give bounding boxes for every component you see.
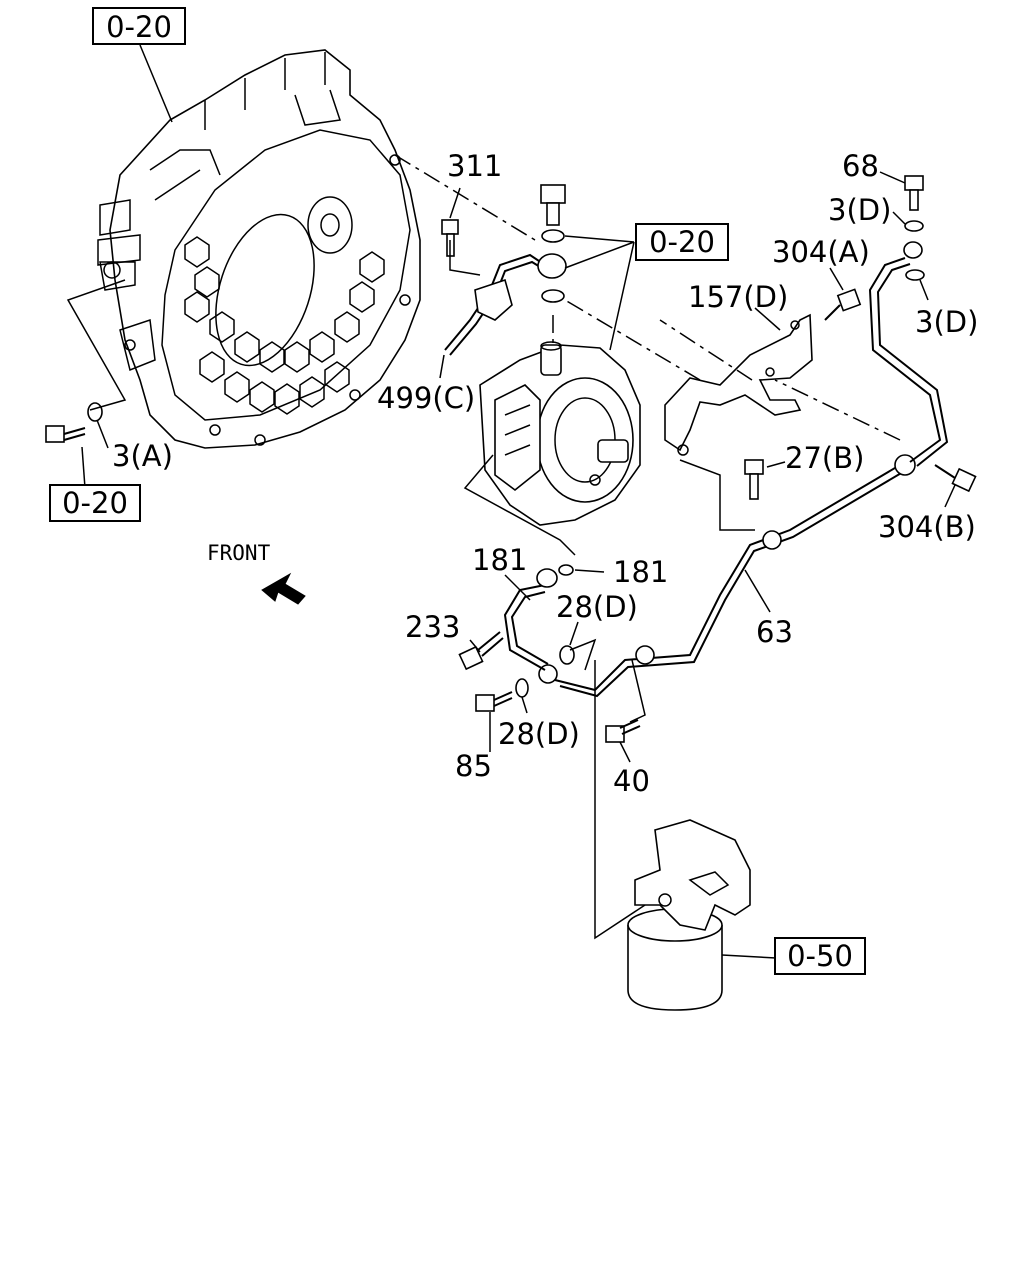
label-28d-top: 28(D) xyxy=(556,590,638,624)
bolt-upper xyxy=(540,184,566,303)
front-label: FRONT xyxy=(207,541,271,565)
fuel-filter xyxy=(627,819,751,1011)
bracket-157d xyxy=(664,313,813,456)
assembly-lines xyxy=(66,89,901,940)
bolt-304a xyxy=(824,288,862,321)
ref-label: 0-20 xyxy=(106,10,172,44)
label-181-right: 181 xyxy=(613,555,668,589)
return-pipe-304 xyxy=(868,257,949,467)
ref-box-0-20-pump: 0-20 xyxy=(635,223,729,261)
injection-pump xyxy=(479,341,641,526)
ref-box-0-50: 0-50 xyxy=(774,937,866,975)
label-304a: 304(A) xyxy=(772,235,870,269)
ref-box-0-20-left: 0-20 xyxy=(49,484,141,522)
fuel-pipe-63 xyxy=(538,454,916,698)
label-27b: 27(B) xyxy=(785,441,864,475)
ref-box-0-20-top: 0-20 xyxy=(92,7,186,45)
label-304b: 304(B) xyxy=(878,510,976,544)
label-157d: 157(D) xyxy=(688,280,788,314)
label-85: 85 xyxy=(455,749,492,783)
label-233: 233 xyxy=(405,610,460,644)
bolt-304b xyxy=(934,464,977,493)
ref-label: 0-50 xyxy=(787,939,853,973)
label-311: 311 xyxy=(447,149,502,183)
label-28d-bottom: 28(D) xyxy=(498,717,580,751)
flywheel-housing xyxy=(97,49,421,449)
ref-label: 0-20 xyxy=(62,486,128,520)
label-3d-top: 3(D) xyxy=(828,193,891,227)
bolt-68 xyxy=(903,175,925,281)
label-3a: 3(A) xyxy=(112,439,173,473)
pipe-499c xyxy=(444,253,567,356)
bolt-27b xyxy=(744,459,764,500)
bolt-40 xyxy=(605,719,641,743)
ref-label: 0-20 xyxy=(649,225,715,259)
label-499c: 499(C) xyxy=(377,381,475,415)
label-63: 63 xyxy=(756,615,793,649)
label-3d-bottom: 3(D) xyxy=(915,305,978,339)
bolt-233 xyxy=(458,631,504,671)
label-181-left: 181 xyxy=(472,543,527,577)
label-40: 40 xyxy=(613,764,650,798)
callout-leaders xyxy=(81,44,956,959)
label-68: 68 xyxy=(842,149,879,183)
pipe-181 xyxy=(503,568,558,671)
bolt-85 xyxy=(475,678,529,712)
front-arrow-icon xyxy=(261,572,306,605)
washer-181 xyxy=(558,564,574,576)
